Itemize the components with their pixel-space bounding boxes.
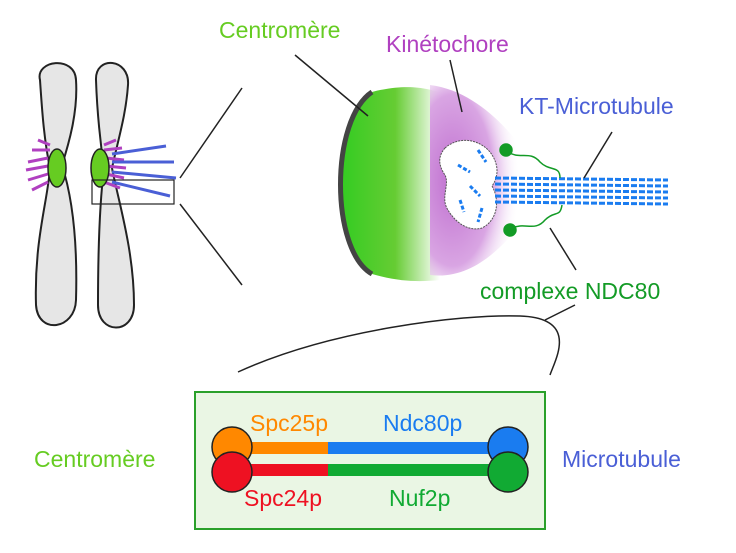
label-kt-microtubule: KT-Microtubule: [519, 93, 674, 119]
label-kinetochore: Kinétochore: [386, 31, 509, 57]
label-nuf2: Nuf2p: [389, 485, 450, 511]
spc24-head: [211, 451, 253, 493]
centromere-region: [340, 87, 440, 282]
chromatid-right: [94, 62, 136, 329]
ndc80-complex-panel: Spc25p Ndc80p Spc24p Nuf2p: [194, 391, 546, 530]
ndc80-bar: [328, 442, 508, 454]
nuf2-head: [487, 451, 529, 493]
panel-background: [194, 391, 546, 530]
leader-lines: [237, 54, 613, 376]
centromere-right: [90, 148, 110, 188]
label-spc24: Spc24p: [244, 485, 322, 511]
kinetochore-fringe-left: [25, 138, 51, 192]
spc25-bar: [232, 442, 328, 454]
microtubule-fragments: [457, 149, 488, 223]
microtubules-small: [111, 144, 177, 198]
label-microtubule: Microtubule: [562, 446, 681, 472]
kinetochore-zoom: [338, 85, 669, 282]
zoom-box: [91, 179, 175, 205]
chromatid-left: [34, 62, 78, 326]
kt-microtubule-bundle: [494, 176, 669, 206]
label-ndc80-complex: complexe NDC80: [480, 278, 660, 304]
label-ndc80: Ndc80p: [383, 410, 462, 436]
ndc80-complexes-zoom: [499, 143, 563, 237]
centromere-left: [47, 148, 67, 188]
zoom-lines: [179, 87, 243, 286]
label-centromere-top: Centromère: [219, 17, 340, 43]
chromosome: [25, 62, 177, 329]
nuf2-bar: [328, 464, 508, 476]
label-spc25: Spc25p: [250, 410, 328, 436]
kinetochore-core: [439, 139, 498, 230]
label-centromere-bottom: Centromère: [34, 446, 155, 472]
spc24-bar: [232, 464, 328, 476]
